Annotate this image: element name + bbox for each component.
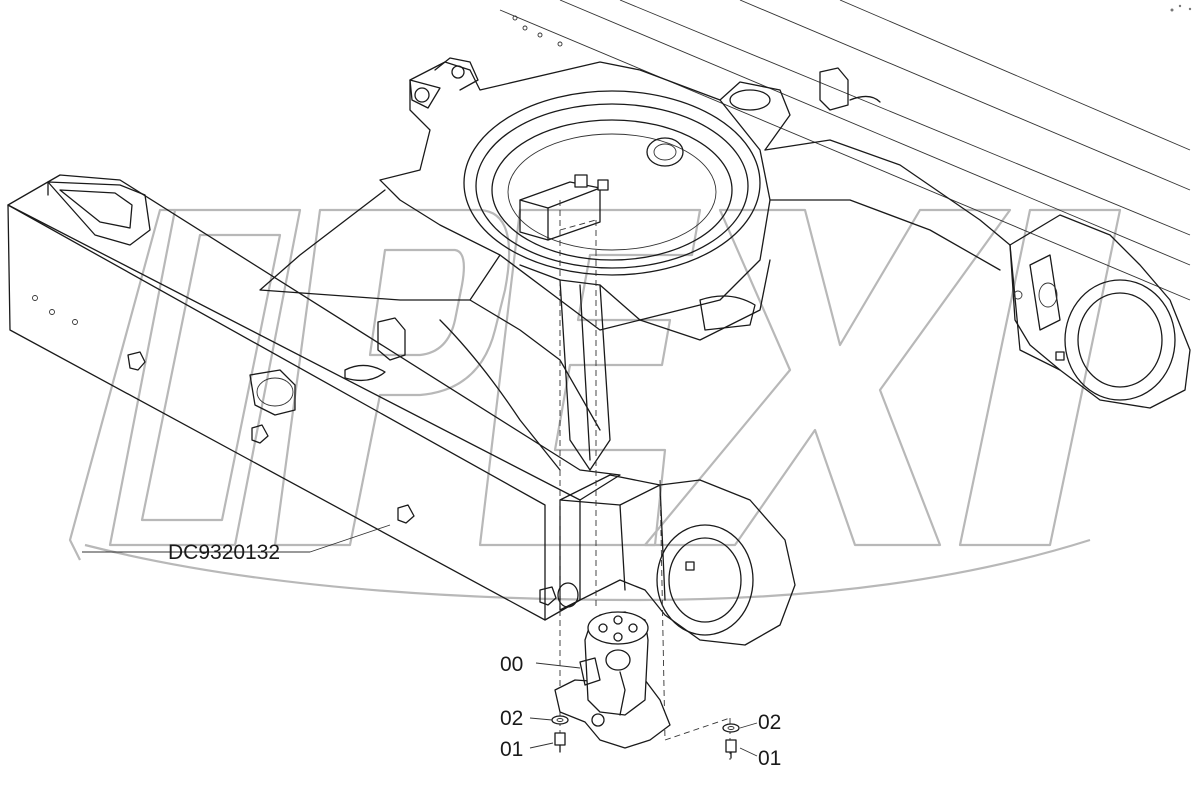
bolt-left-head xyxy=(554,732,566,746)
callout-02-washer-left: 02 xyxy=(500,707,523,730)
washer-left xyxy=(551,715,569,725)
center-body xyxy=(259,57,1011,471)
corner-marks xyxy=(1170,4,1192,12)
drawing-code-label: DC9320132 xyxy=(168,541,280,564)
bolt-right-head xyxy=(725,739,737,753)
callout-00-swivel: 00 xyxy=(500,653,523,676)
leader-lines xyxy=(82,524,758,757)
callout-02-washer-right: 02 xyxy=(758,711,781,734)
swivel-joint xyxy=(554,611,671,749)
callout-01-bolt-left: 01 xyxy=(500,738,523,761)
assembly-centerlines xyxy=(559,200,731,760)
right-track-frame xyxy=(819,67,1191,409)
left-track-frame xyxy=(7,174,621,621)
fasteners xyxy=(551,715,740,759)
reference-lines xyxy=(499,0,1191,301)
washer-right xyxy=(722,723,740,733)
watermark-logo xyxy=(68,208,1122,602)
callout-01-bolt-right: 01 xyxy=(758,747,781,770)
